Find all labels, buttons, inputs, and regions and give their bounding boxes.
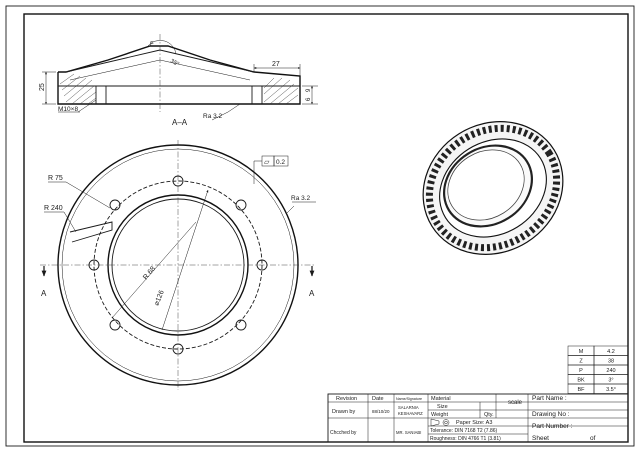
angle-label: 35°: [169, 58, 180, 68]
cut-a-right: A: [309, 289, 315, 298]
r240-label: R 240: [44, 205, 63, 212]
cut-a-left: A: [41, 289, 47, 298]
param-value: 3°: [608, 378, 613, 384]
date-label: Date: [372, 396, 384, 402]
drawn-by-label: Drawn by: [332, 409, 355, 415]
r68-label: R 68: [142, 265, 157, 281]
outer-border: [5, 5, 635, 447]
bolt-hole-pattern: [88, 175, 268, 355]
sheet-label: Sheet: [532, 435, 549, 442]
flatness-tolerance-frame: ▱ 0.2: [253, 155, 289, 184]
section-hatch-left: [59, 73, 97, 105]
param-value: 38: [608, 359, 614, 365]
qty-label: Qty.: [484, 412, 494, 418]
size-label: Size: [437, 404, 448, 410]
projection-symbol: [430, 418, 450, 427]
dim-width: 27: [272, 61, 280, 68]
d126-label: ⌀126: [153, 289, 165, 306]
paper-size-label: Paper Size: A3: [456, 420, 492, 426]
r75-label: R 75: [48, 175, 63, 182]
drawing-frame: [23, 13, 629, 443]
svg-text:▱: ▱: [264, 159, 270, 166]
param-value: 3.5°: [606, 387, 616, 393]
thread-callout: M10×8: [58, 106, 78, 113]
name-signature-label: Name/Signature: [396, 397, 422, 401]
title-block: Revision Date Name/Signature Drawn by 88…: [327, 393, 629, 443]
section-view-a-a: F 35° 27 25 6 9 M10×8 Ra 3.2 A–A: [39, 34, 318, 127]
param-name: BK: [577, 378, 585, 384]
checked-by-label: Chcched by: [330, 430, 357, 436]
part-name-label: Part Name :: [532, 395, 567, 402]
flatness-value: 0.2: [276, 159, 285, 166]
param-name: M: [579, 349, 584, 355]
plan-view: R 68 ⌀126 R 75 R 240 ▱ 0.2 Ra 3.2 A A: [40, 140, 316, 390]
param-name: BF: [577, 387, 585, 393]
section-roughness: Ra 3.2: [203, 113, 223, 120]
section-title: A–A: [172, 118, 188, 127]
drawn-name-1: SALARNIA: [398, 405, 419, 410]
drawing-no-label: Drawing No :: [532, 411, 570, 418]
dim-9: 9: [306, 88, 312, 92]
dim-6: 6: [306, 97, 312, 101]
param-value: 240: [606, 368, 615, 374]
plan-roughness: Ra 3.2: [291, 195, 311, 202]
revision-label: Revision: [336, 396, 357, 402]
fe-label: F: [150, 42, 154, 48]
scale-label: scale: [508, 400, 523, 406]
dim-height: 25: [39, 83, 46, 91]
weight-label: Weight: [431, 412, 448, 418]
isometric-gear-view: [422, 121, 564, 255]
tolerance-label: Tolerance: DIN 7168 T2 (7.86): [430, 428, 498, 434]
material-label: Material: [431, 396, 451, 402]
param-value: 4.2: [607, 349, 615, 355]
part-number-label: Part Number :: [532, 423, 573, 430]
sheet-of-label: of: [590, 435, 596, 442]
drawn-date: 88/10/20: [372, 409, 390, 414]
drawn-name-2: KESHAVARZ: [398, 411, 423, 416]
section-hatch-right: [263, 77, 299, 105]
checked-name: MR. SANIABI: [396, 430, 421, 435]
param-name: Z: [579, 359, 583, 365]
roughness-standard-label: Roughness: DIN 4766 T1 (3.81): [430, 436, 501, 442]
param-name: P: [579, 368, 583, 374]
